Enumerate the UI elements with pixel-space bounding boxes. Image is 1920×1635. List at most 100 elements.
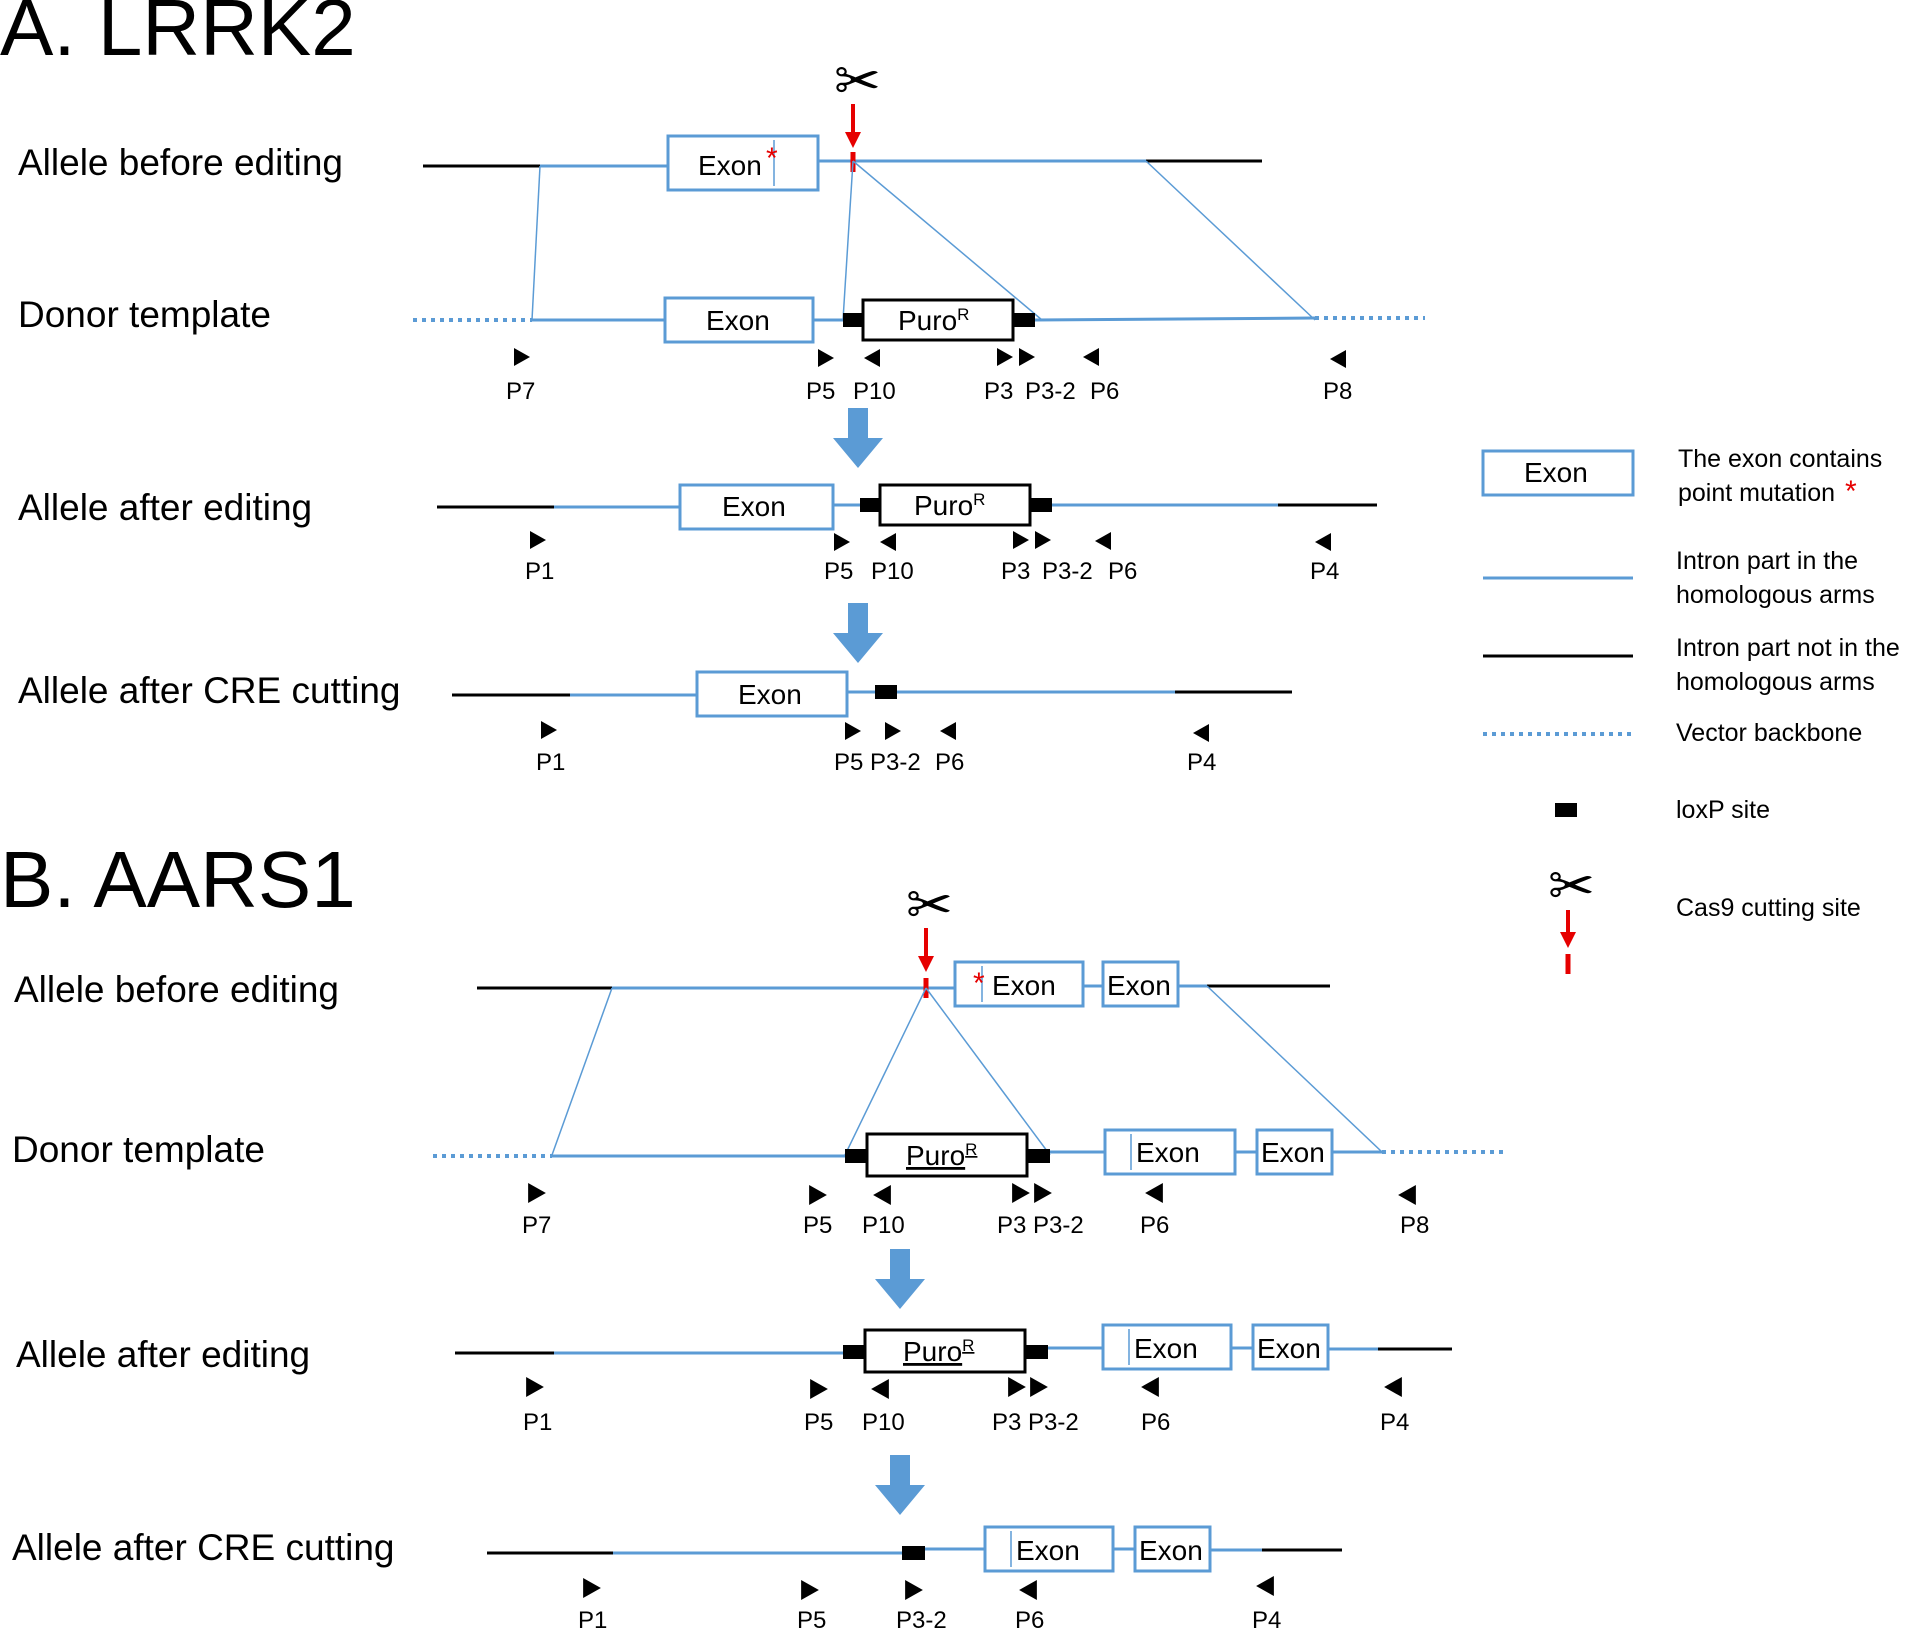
legend-exon-box [1481, 449, 1635, 497]
legend-exon-label-2: point mutation* [1678, 475, 1857, 508]
panel-b-homology-connectors [551, 985, 1383, 1156]
connector-line [551, 987, 613, 1156]
primer-arrow-forward [810, 1379, 828, 1399]
panel-b-allele-after-cre: Allele after CRE cutting Exon Exon P1 P5… [12, 1525, 1342, 1634]
primer-arrow-forward [583, 1578, 601, 1598]
exon-box [1251, 1323, 1330, 1371]
primer-label: P4 [1252, 1607, 1281, 1634]
row-label: Allele after editing [16, 1334, 310, 1375]
primer-label: P10 [871, 558, 914, 585]
loxp-site [843, 1345, 865, 1359]
legend-exon-label-1: The exon contains [1678, 445, 1882, 473]
primer-arrow-forward [905, 1580, 923, 1600]
exon-box [695, 670, 849, 718]
primer-label: P5 [797, 1607, 826, 1634]
primer-label: P4 [1380, 1409, 1409, 1436]
primer-label: P3 [984, 378, 1013, 405]
primer-label: P6 [935, 749, 964, 776]
loxp-site [860, 498, 880, 512]
exon-label: Exon [698, 150, 762, 181]
exon-box [953, 960, 1085, 1008]
primer-label: P3-2 [870, 749, 921, 776]
primer-arrow-forward [528, 1183, 546, 1203]
puro-label: PuroR [898, 305, 969, 336]
cut-arrow-head [845, 132, 861, 148]
primer-label: P3-2 [896, 1607, 947, 1634]
exon-label: Exon [738, 679, 802, 710]
loxp-site [1025, 1345, 1048, 1359]
loxp-site [902, 1546, 925, 1560]
mutation-star: * [766, 142, 778, 175]
primer-label: P3-2 [1042, 558, 1093, 585]
exon-label: Exon [1257, 1333, 1321, 1364]
primer-arrow-forward [1030, 1377, 1048, 1397]
panel-a-donor-template: Donor template Exon PuroR P7 P5 P10 P3 P… [18, 294, 1425, 405]
primer-arrow-forward [530, 531, 546, 549]
primer-arrow-reverse [1256, 1576, 1274, 1596]
loxp-site [875, 685, 897, 699]
row-label: Donor template [12, 1129, 265, 1170]
primer-label: P8 [1400, 1212, 1429, 1239]
primer-arrow-reverse [1330, 350, 1346, 368]
primer-label: P6 [1108, 558, 1137, 585]
primer-label: P5 [824, 558, 853, 585]
primer-label: P3 [1001, 558, 1030, 585]
loxp-site [1027, 1149, 1050, 1163]
primer-arrow-reverse [873, 1185, 891, 1205]
panel-a-homology-connectors [531, 160, 1316, 321]
primer-label: P6 [1090, 378, 1119, 405]
primer-arrow-forward [1008, 1377, 1026, 1397]
primer-arrow-reverse [1384, 1377, 1402, 1397]
panel-a-allele-after: Allele after editing Exon PuroR P1 P5 P1… [18, 483, 1377, 585]
row-label: Allele before editing [14, 969, 339, 1010]
arrow-down-icon [875, 1249, 925, 1309]
exon-label: Exon [1136, 1137, 1200, 1168]
primer-label: P1 [523, 1409, 552, 1436]
primer-arrow-reverse [1019, 1580, 1037, 1600]
primer-label: P8 [1323, 378, 1352, 405]
exon-label: Exon [1134, 1333, 1198, 1364]
primer-label: P5 [834, 749, 863, 776]
scissors-icon: ✂ [834, 49, 881, 114]
primer-label: P7 [506, 378, 535, 405]
exon-label: Exon [722, 491, 786, 522]
primer-arrow-forward [818, 349, 834, 367]
primer-label: P5 [803, 1212, 832, 1239]
primer-label: P3 P3-2 [992, 1409, 1079, 1436]
loxp-site [843, 313, 863, 327]
intron-homologous [1034, 316, 1316, 322]
primer-arrow-reverse [1141, 1377, 1159, 1397]
connector-line [1206, 985, 1383, 1153]
connector-line [1145, 160, 1316, 321]
exon-box [1101, 1323, 1233, 1371]
primer-arrow-reverse [864, 349, 880, 367]
primer-arrow-reverse [1095, 532, 1111, 550]
panel-b-allele-before: Allele before editing * Exon Exon ✂ [14, 873, 1330, 1010]
loxp-site [1030, 498, 1052, 512]
exon-box [678, 483, 835, 531]
connector-line [925, 987, 1051, 1156]
arrow-down-icon [833, 408, 883, 468]
connector-line [844, 987, 927, 1156]
legend-cut-arrow-head [1560, 932, 1576, 948]
exon-box [663, 296, 815, 344]
primer-label: P1 [525, 558, 554, 585]
legend-loxp-label: loxP site [1676, 796, 1770, 824]
primer-arrow-forward [1013, 531, 1029, 549]
exon-label: Exon [706, 305, 770, 336]
legend-homology-label-1: Intron part in the [1676, 547, 1858, 575]
loxp-site [1013, 313, 1035, 327]
primer-label: P6 [1141, 1409, 1170, 1436]
row-label: Allele after editing [18, 487, 312, 528]
row-label: Allele after CRE cutting [12, 1527, 395, 1568]
exon-box [1101, 960, 1180, 1008]
primer-arrow-forward [885, 722, 901, 740]
puro-label: PuroR [906, 1140, 977, 1171]
panel-b-donor-template: Donor template PuroR Exon Exon P7 P5 [12, 1128, 1505, 1239]
row-label: Donor template [18, 294, 271, 335]
primer-arrow-reverse [1083, 348, 1099, 366]
legend-exon-box-label: Exon [1524, 457, 1588, 488]
exon-label: Exon [1107, 970, 1171, 1001]
legend-nonhomology-label-2: homologous arms [1676, 668, 1875, 696]
primer-label: P10 [862, 1409, 905, 1436]
